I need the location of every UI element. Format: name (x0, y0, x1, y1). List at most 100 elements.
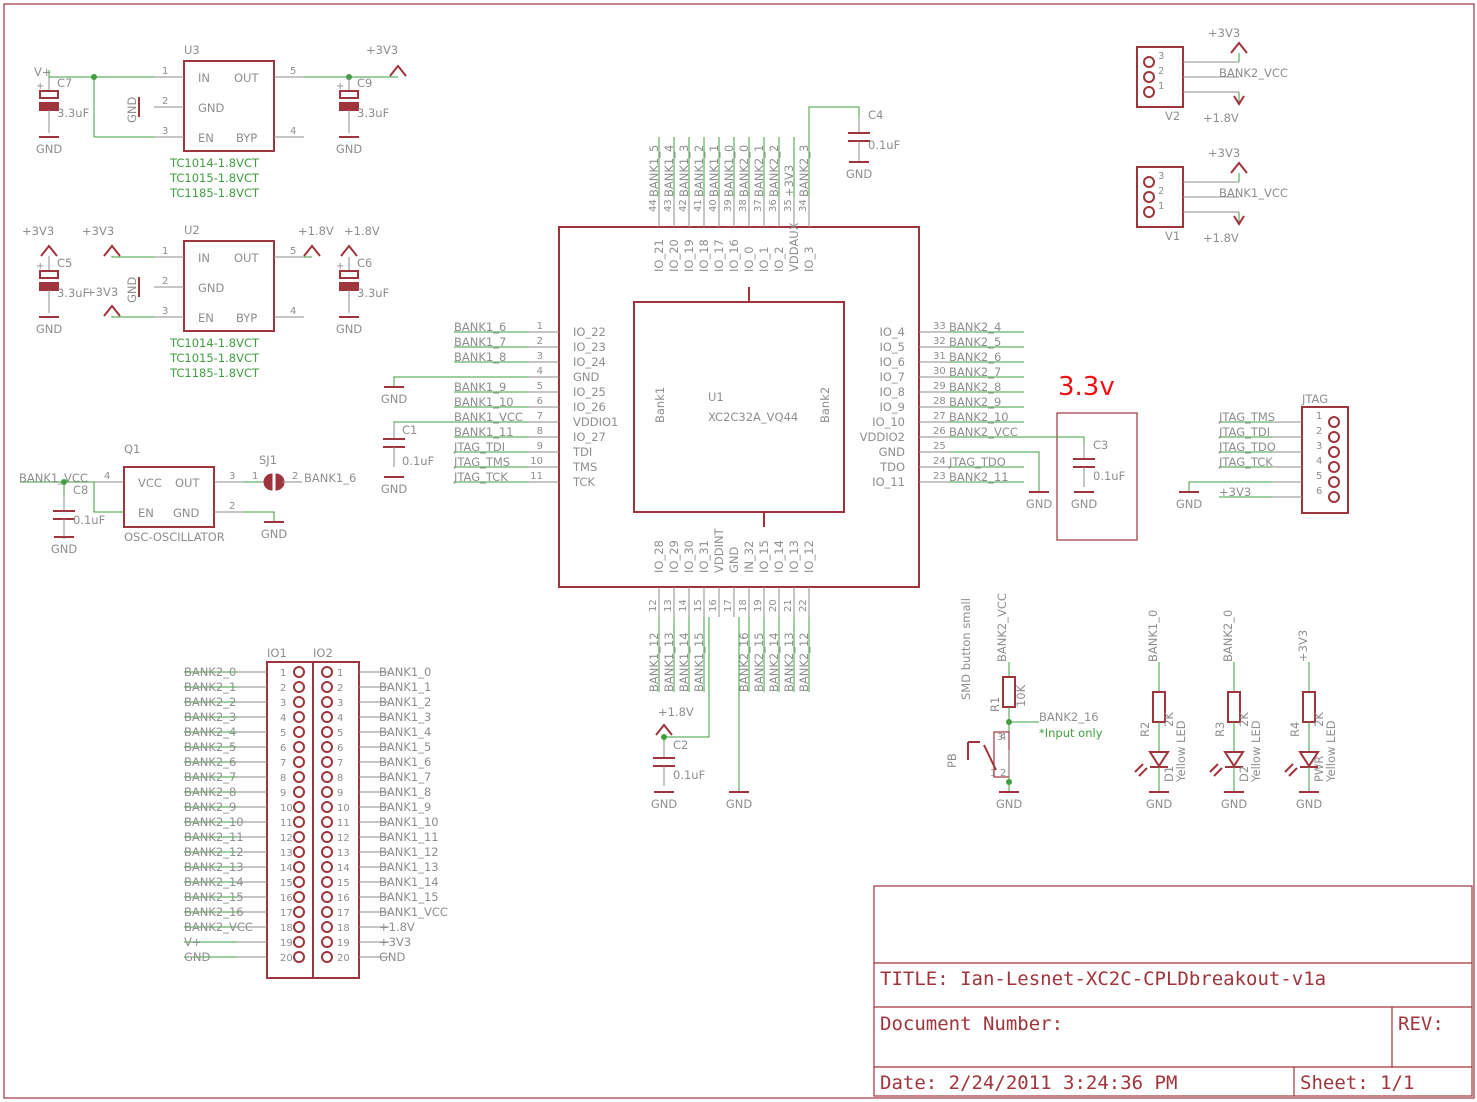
cpld-pin-name: IO_5 (879, 340, 905, 354)
io-pin-circle (293, 756, 305, 768)
cpld-pin-name: IO_26 (573, 400, 606, 414)
io-pin-circle (321, 816, 333, 828)
cpld-pin-name: IO_7 (879, 370, 905, 384)
pin-number: 18 (280, 923, 293, 934)
cpld-pin-name: IO_18 (697, 239, 711, 272)
io-net-label: BANK1_6 (379, 755, 431, 769)
jumper-ref: V2 (1165, 109, 1180, 123)
cpld-pin-name: TDO (879, 460, 905, 474)
cpld-pin-name: IO_9 (879, 400, 905, 414)
io-net-label: BANK1_11 (379, 830, 439, 844)
io-net-label: BANK2_7 (184, 770, 236, 784)
io-net-label: BANK1_4 (379, 725, 431, 739)
cpld-pin-number: 31 (933, 351, 946, 362)
pin-name-vcc: VCC (138, 476, 162, 490)
regulator-part-number: TC1015-1.8VCT (169, 351, 260, 365)
jumper-pin-circle (1143, 56, 1155, 68)
cpld-net-label: BANK2_VCC (949, 425, 1018, 439)
cpld-pin-number: 1 (537, 321, 543, 332)
cpld-pin-name: IO_1 (757, 246, 771, 272)
jumper-pin-circle (1143, 191, 1155, 203)
pin-number: 11 (280, 818, 293, 829)
pin-number: 14 (337, 863, 350, 874)
cpld-pin-name: IO_2 (772, 246, 786, 272)
io-pin-circle (293, 846, 305, 858)
resistor-value: 10K (1014, 684, 1028, 707)
cpld-net-label: BANK1_15 (692, 632, 706, 692)
vplus-label: V+ (34, 65, 52, 79)
cap-ref: C6 (357, 256, 372, 270)
cpld-net-label: BANK2_5 (949, 335, 1001, 349)
cpld-pin-name: IO_29 (667, 540, 681, 573)
led-arrow (1288, 767, 1298, 777)
io-net-label: BANK1_8 (379, 785, 431, 799)
io-pin-circle (293, 771, 305, 783)
bank2-label: Bank2 (818, 387, 832, 423)
cpld-pin-number: 34 (798, 199, 809, 212)
pin-number: 4 (1316, 456, 1322, 467)
document-number-label: Document Number: (880, 1013, 1063, 1035)
pin-number: 3 (1158, 171, 1164, 182)
jtag-net-label: JTAG_TDI (1218, 425, 1270, 439)
led-ref: PWR (1312, 756, 1326, 782)
pin-number: 2 (229, 501, 235, 512)
wire (1188, 481, 1272, 492)
io-net-label: BANK1_12 (379, 845, 439, 859)
io-pin-circle (321, 891, 333, 903)
ground-label: GND (51, 542, 78, 556)
cpld-net-label: BANK2_2 (767, 145, 781, 197)
pin-number: 4 (290, 126, 296, 137)
pin-number: 12 (280, 833, 293, 844)
pin-number: 2 (1316, 426, 1322, 437)
io-pin-circle (293, 801, 305, 813)
pin-number: 2 (1158, 186, 1164, 197)
io-net-label: BANK1_10 (379, 815, 439, 829)
cpld-pin-number: 2 (537, 336, 543, 347)
resistor-ref: R2 (1138, 722, 1152, 737)
io-net-label: BANK1_2 (379, 695, 431, 709)
net-label: BANK2_VCC (995, 593, 1009, 662)
cpld-pin-name: IO_10 (872, 415, 905, 429)
ground-label: GND (846, 167, 873, 181)
cap-ref: C7 (57, 76, 72, 90)
cpld-net-label: BANK1_12 (647, 632, 661, 692)
pin-number: 9 (337, 788, 343, 799)
pin-number: 3 (280, 698, 286, 709)
ground-label: GND (1296, 797, 1323, 811)
cpld-net-label: BANK1_1 (707, 145, 721, 197)
io-net-label: V+ (184, 935, 202, 949)
cap-value: 3.3uF (357, 106, 389, 120)
net-label: BANK1_6 (304, 471, 356, 485)
input-only-note: *Input only (1039, 726, 1103, 740)
pin-number: 17 (337, 908, 350, 919)
cpld-pin-name: IO_3 (802, 246, 816, 272)
ground-label: GND (1221, 797, 1248, 811)
cpld-pin-number: 26 (933, 426, 946, 437)
jtag-net-label: +3V3 (1219, 485, 1251, 499)
cpld-net-label: BANK1_8 (454, 350, 506, 364)
cpld-pin-number: 7 (537, 411, 543, 422)
wire (949, 451, 1040, 492)
cpld-net-label: BANK2_7 (949, 365, 1001, 379)
cap-value: 3.3uF (57, 286, 89, 300)
supply-arrow (389, 64, 407, 77)
regulator-body (183, 240, 275, 332)
jumper-ref: V1 (1165, 229, 1180, 243)
pin-number: 4 (104, 471, 110, 482)
io-header-ref: IO2 (313, 646, 333, 660)
pin-number: 13 (337, 848, 350, 859)
pin-number: 3 (337, 698, 343, 709)
cpld-pin-number: 13 (663, 599, 674, 612)
title-block: TITLE: Ian-Lesnet-XC2C-CPLDbreakout-v1a … (873, 885, 1473, 1097)
ground-label: GND (1176, 497, 1203, 511)
resistor-value: 2K (1162, 712, 1176, 727)
cpld-pin-number: 6 (537, 396, 543, 407)
cpld-pin-number: 3 (537, 351, 543, 362)
cpld-net-label: BANK2_12 (797, 632, 811, 692)
io-net-label: BANK2_VCC (184, 920, 253, 934)
cap-ref: C9 (357, 76, 372, 90)
io-pin-circle (321, 681, 333, 693)
cap-ref: C3 (1093, 438, 1108, 452)
pin-number: 4 (280, 713, 286, 724)
cpld-pin-number: 28 (933, 396, 946, 407)
